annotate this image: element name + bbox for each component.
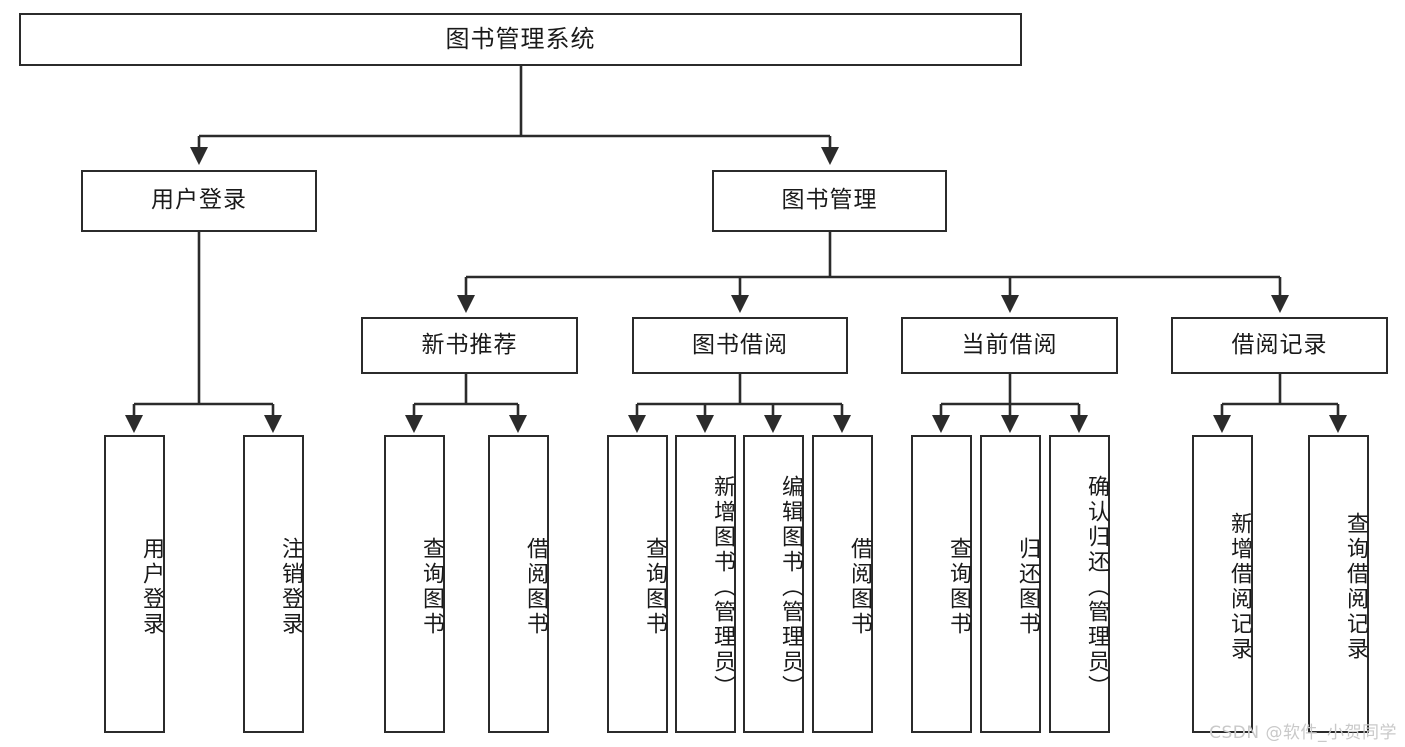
node-book-management[interactable]: 图书管理: [712, 170, 947, 232]
leaf-borrow-edit-book[interactable]: 编辑图书（管理员）: [743, 435, 804, 733]
leaf-current-return-book[interactable]: 归还图书: [980, 435, 1041, 733]
node-borrow-record[interactable]: 借阅记录: [1171, 317, 1388, 374]
leaf-record-add[interactable]: 新增借阅记录: [1192, 435, 1253, 733]
node-root-system[interactable]: 图书管理系统: [19, 13, 1022, 66]
node-new-book-recommend[interactable]: 新书推荐: [361, 317, 578, 374]
node-current-borrow[interactable]: 当前借阅: [901, 317, 1118, 374]
leaf-borrow-borrow-book[interactable]: 借阅图书: [812, 435, 873, 733]
leaf-borrow-add-book[interactable]: 新增图书（管理员）: [675, 435, 736, 733]
leaf-new-book-borrow[interactable]: 借阅图书: [488, 435, 549, 733]
leaf-record-query[interactable]: 查询借阅记录: [1308, 435, 1369, 733]
leaf-new-book-query[interactable]: 查询图书: [384, 435, 445, 733]
leaf-current-query-book[interactable]: 查询图书: [911, 435, 972, 733]
leaf-user-login-signout[interactable]: 注销登录: [243, 435, 304, 733]
leaf-user-login-signin[interactable]: 用户登录: [104, 435, 165, 733]
leaf-borrow-query-book[interactable]: 查询图书: [607, 435, 668, 733]
node-book-borrow[interactable]: 图书借阅: [632, 317, 848, 374]
leaf-current-confirm-return[interactable]: 确认归还（管理员）: [1049, 435, 1110, 733]
node-user-login[interactable]: 用户登录: [81, 170, 317, 232]
